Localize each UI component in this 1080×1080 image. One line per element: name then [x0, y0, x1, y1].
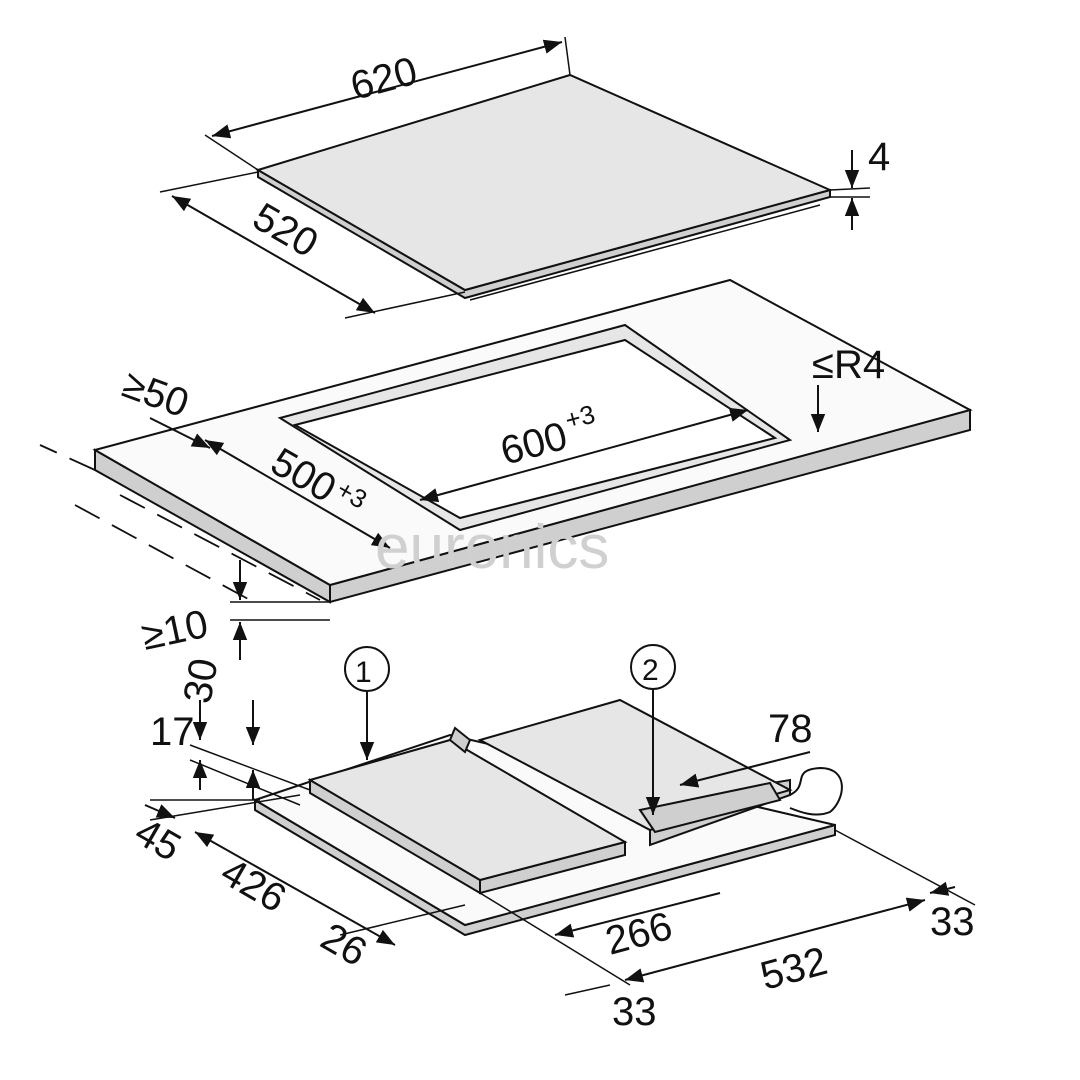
dim-line-500: [204, 439, 391, 549]
label-hob-width: 620: [346, 49, 422, 109]
label-dim-33-bottom: 33: [612, 990, 657, 1034]
callout-1: 1: [355, 656, 372, 689]
label-dim-33-right: 33: [930, 900, 975, 944]
label-front-distance: ≥50: [117, 362, 194, 426]
label-hob-thickness: 4: [868, 135, 890, 179]
callout-2-circle: [630, 644, 676, 690]
dim-line-426: [194, 831, 396, 946]
label-dim-426: 426: [214, 850, 294, 921]
hob-top-view: [159, 36, 871, 319]
module-1: [307, 738, 628, 882]
label-dim-30: 30: [176, 655, 227, 706]
hob-underside: [144, 644, 976, 996]
label-dim-17: 17: [150, 710, 195, 754]
hob-glass: [255, 73, 833, 292]
callout-1-circle: [344, 646, 390, 692]
label-dim-266: 266: [601, 904, 677, 964]
label-dim-532: 532: [756, 939, 832, 999]
dim-line-520: [171, 195, 376, 314]
dim-line-600: [419, 407, 749, 503]
power-cable: [789, 766, 843, 816]
dim-line-532: [624, 897, 926, 983]
callout-2: 2: [642, 654, 659, 687]
label-corner-radius: ≤R4: [812, 343, 885, 387]
label-dim-26: 26: [314, 915, 375, 975]
label-below-clearance: ≥10: [138, 602, 212, 659]
watermark-logo: euronics: [375, 513, 609, 582]
label-dim-45: 45: [128, 810, 189, 870]
label-dim-78: 78: [768, 707, 813, 751]
dim-line-620: [211, 39, 563, 139]
worktop-cutout: [39, 278, 973, 660]
